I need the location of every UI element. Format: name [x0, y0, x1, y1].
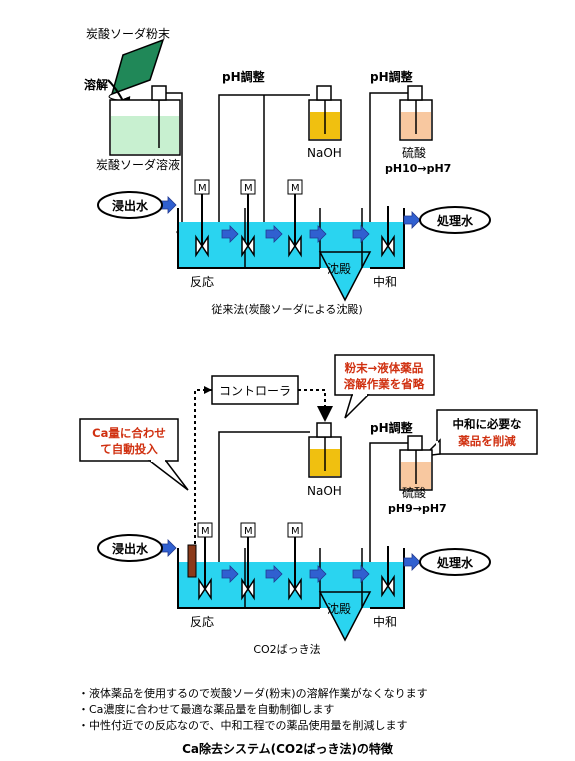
bottom-diagram: コントローラ 粉末→液体薬品 溶解作業を省略 Ca量に合わせ て自動投入 中和に…: [79, 354, 538, 656]
callout-ca: Ca量に合わせ て自動投入: [79, 418, 189, 491]
controller-output-line: [298, 389, 333, 422]
powder-label: 炭酸ソーダ粉末: [86, 26, 170, 41]
naoh-label: NaOH: [307, 484, 342, 498]
note-item: ・Ca濃度に合わせて最適な薬品量を自動制御します: [78, 703, 335, 716]
soda-tank-label: 炭酸ソーダ溶液: [96, 157, 180, 172]
settling-cone: [318, 591, 372, 642]
outlet-node: [419, 206, 491, 234]
note-item: ・中性付近での反応なので、中和工程での薬品使用量を削減します: [78, 719, 408, 732]
acid-pump: [407, 435, 423, 451]
callout-powder-line1: 粉末→液体薬品: [345, 361, 424, 375]
soda-pump: [151, 85, 167, 101]
outlet-arrow-icon: [403, 211, 421, 229]
naoh-pump: [316, 422, 332, 438]
outlet-arrow-icon: [403, 553, 421, 571]
mixer-3: M: [287, 179, 303, 255]
motor-label: M: [291, 526, 300, 537]
acid-ph-label: pH9→pH7: [388, 502, 447, 515]
mixer-2: M: [240, 179, 256, 255]
footer-title: Ca除去システム(CO2ばっき法)の特徴: [182, 742, 393, 756]
controller-signal-line: [194, 389, 212, 545]
zone-neutral-label: 中和: [373, 614, 397, 629]
dissolve-label: 溶解: [84, 77, 108, 92]
acid-feed-line: [364, 92, 408, 242]
motor-label: M: [201, 526, 210, 537]
motor-label: M: [291, 183, 300, 194]
zone-settle-label: 沈殿: [327, 261, 351, 276]
callout-reduce: 中和に必要な 薬品を削減: [421, 409, 538, 458]
bottom-caption: CO2ばっき法: [253, 642, 320, 656]
callout-powder-line2: 溶解作業を省略: [344, 377, 425, 391]
motor-label: M: [244, 526, 253, 537]
ph-adjust-label: pH調整: [370, 420, 413, 435]
acid-pump: [407, 85, 423, 101]
mixer-3: M: [287, 522, 303, 598]
ph-adjust-label-1: pH調整: [222, 69, 265, 84]
outlet-label: 処理水: [436, 555, 474, 570]
zone-neutral-label: 中和: [373, 274, 397, 289]
zone-reaction-label: 反応: [190, 615, 214, 629]
callout-reduce-line1: 中和に必要な: [453, 417, 522, 431]
callout-powder: 粉末→液体薬品 溶解作業を省略: [334, 354, 435, 419]
basin-wall-left: [177, 208, 320, 269]
inlet-node: [97, 534, 163, 562]
acid-label: 硫酸: [402, 485, 426, 500]
basin-wall-right: [370, 208, 405, 269]
ca-sensor-icon: [187, 544, 197, 578]
motor-label: M: [244, 183, 253, 194]
naoh-label: NaOH: [307, 146, 342, 160]
note-item: ・液体薬品を使用するので炭酸ソーダ(粉末)の溶解作業がなくなります: [78, 687, 428, 700]
soda-feed-line: [166, 92, 188, 244]
naoh-feed-line: [213, 431, 310, 602]
inlet-label: 浸出水: [112, 541, 149, 556]
top-caption: 従来法(炭酸ソーダによる沈殿): [211, 302, 362, 316]
motor-label: M: [198, 183, 207, 194]
zone-reaction-label: 反応: [190, 275, 214, 289]
feature-notes: ・液体薬品を使用するので炭酸ソーダ(粉末)の溶解作業がなくなります ・Ca濃度に…: [78, 686, 428, 734]
inlet-label: 浸出水: [112, 198, 149, 213]
powder-bag-curl: [108, 93, 119, 101]
basin-wall-right: [370, 548, 405, 609]
acid-ph-label: pH10→pH7: [385, 162, 451, 175]
basin-wall-left: [177, 548, 320, 609]
acid-label: 硫酸: [402, 145, 426, 160]
mixer-1: M: [197, 522, 213, 598]
controller-label: コントローラ: [219, 384, 291, 398]
soda-solution: [111, 116, 179, 154]
naoh-pump: [316, 85, 332, 101]
mixer-2: M: [240, 522, 256, 598]
top-diagram: 炭酸ソーダ粉末 溶解 炭酸ソーダ溶液 pH調整 NaOH pH調整 硫酸 pH1…: [84, 26, 491, 316]
outlet-node: [419, 548, 491, 576]
naoh-feed-line-a: [213, 94, 310, 242]
settling-cone: [318, 251, 372, 302]
acid-feed-line: [364, 442, 408, 600]
outlet-label: 処理水: [436, 213, 474, 228]
ph-adjust-label-2: pH調整: [370, 69, 413, 84]
callout-ca-line2: て自動投入: [100, 442, 158, 456]
powder-bag-icon: [110, 38, 165, 96]
callout-ca-line1: Ca量に合わせ: [92, 426, 166, 440]
callout-reduce-line2: 薬品を削減: [457, 434, 516, 448]
inlet-node: [97, 191, 163, 219]
zone-settle-label: 沈殿: [327, 601, 351, 616]
mixer-1: M: [194, 179, 210, 255]
